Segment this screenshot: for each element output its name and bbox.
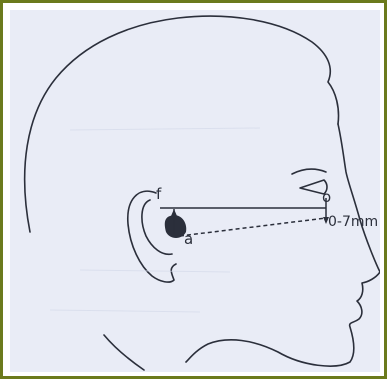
neck-outline xyxy=(104,335,144,370)
paper-background: f a o 0-7mm xyxy=(10,10,380,372)
face-profile xyxy=(186,124,380,366)
label-point-o: o xyxy=(322,190,331,205)
eyebrow-line xyxy=(292,169,326,174)
label-point-f: f xyxy=(156,187,161,202)
label-measurement: 0-7mm xyxy=(328,215,378,229)
head-outline xyxy=(25,16,339,232)
ear-to-o-dashed-line xyxy=(180,218,326,236)
label-point-a: a xyxy=(184,232,193,247)
arrow-ear-up xyxy=(171,209,177,216)
ear-outline xyxy=(128,191,176,282)
